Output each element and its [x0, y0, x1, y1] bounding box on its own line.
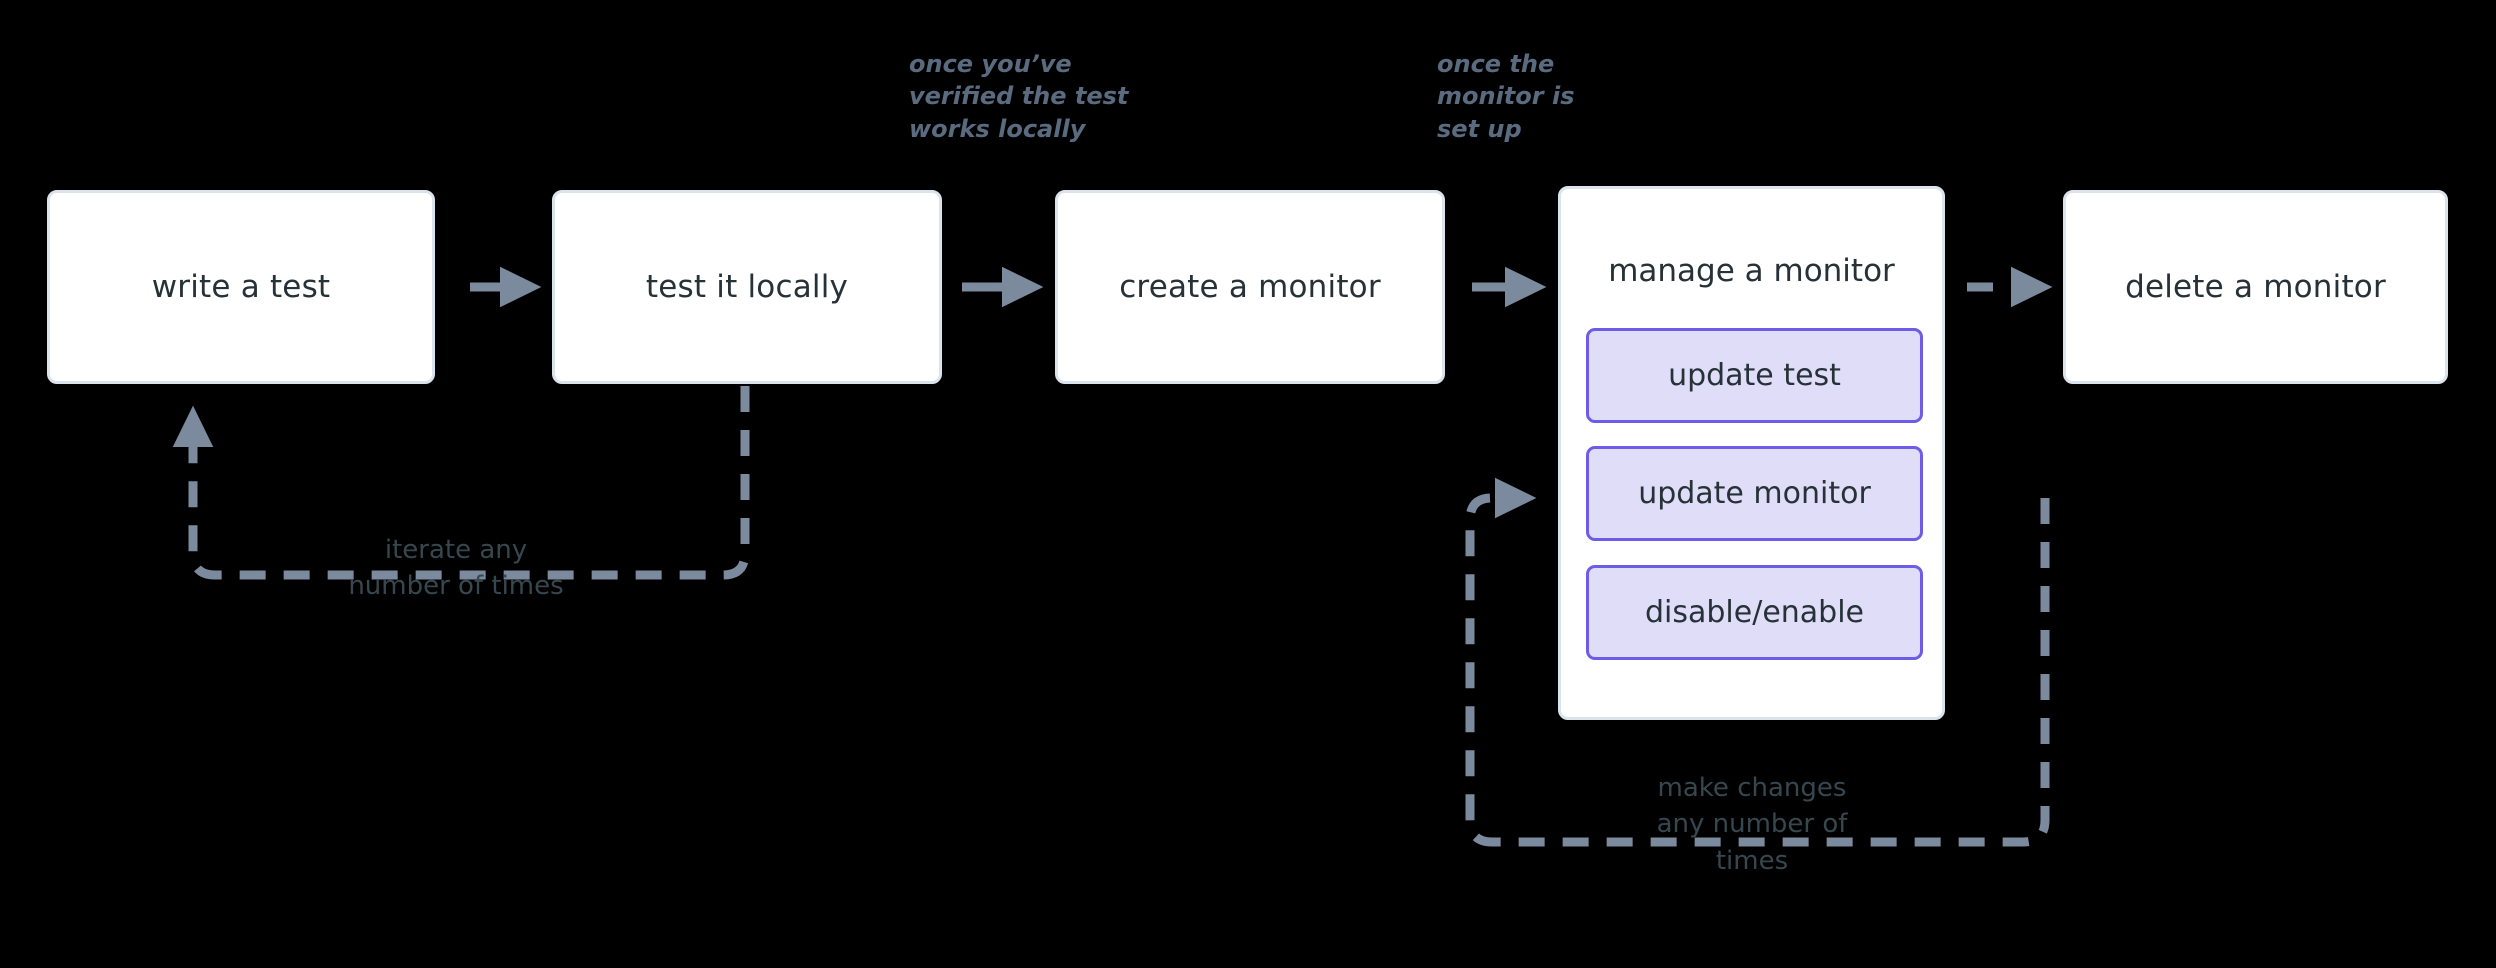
sub-node-update-monitor[interactable]: update monitor: [1586, 446, 1923, 541]
node-test-it-locally[interactable]: test it locally: [552, 190, 942, 384]
node-delete-a-monitor-label: delete a monitor: [2125, 268, 2386, 305]
sub-node-update-test-label: update test: [1668, 358, 1841, 393]
sub-node-update-monitor-label: update monitor: [1638, 476, 1871, 511]
loop-note-make-changes: make changes any number of times: [1656, 773, 1848, 876]
node-manage-a-monitor[interactable]: manage a monitor update test update moni…: [1558, 186, 1945, 720]
node-write-a-test[interactable]: write a test: [47, 190, 435, 384]
node-create-a-monitor-label: create a monitor: [1119, 268, 1381, 305]
node-write-a-test-label: write a test: [151, 268, 331, 305]
loop-note-iterate: iterate any number of times: [348, 535, 564, 602]
sub-node-update-test[interactable]: update test: [1586, 328, 1923, 423]
edge-note-setup: once the monitor is set up: [1437, 50, 1575, 143]
node-manage-a-monitor-label: manage a monitor: [1608, 253, 1895, 289]
node-delete-a-monitor[interactable]: delete a monitor: [2063, 190, 2448, 384]
edge-note-verified: once you’ve verified the test works loca…: [909, 50, 1129, 143]
sub-node-disable-enable-label: disable/enable: [1644, 595, 1865, 630]
sub-node-disable-enable[interactable]: disable/enable: [1586, 565, 1923, 660]
node-create-a-monitor[interactable]: create a monitor: [1055, 190, 1445, 384]
node-test-it-locally-label: test it locally: [645, 268, 849, 305]
